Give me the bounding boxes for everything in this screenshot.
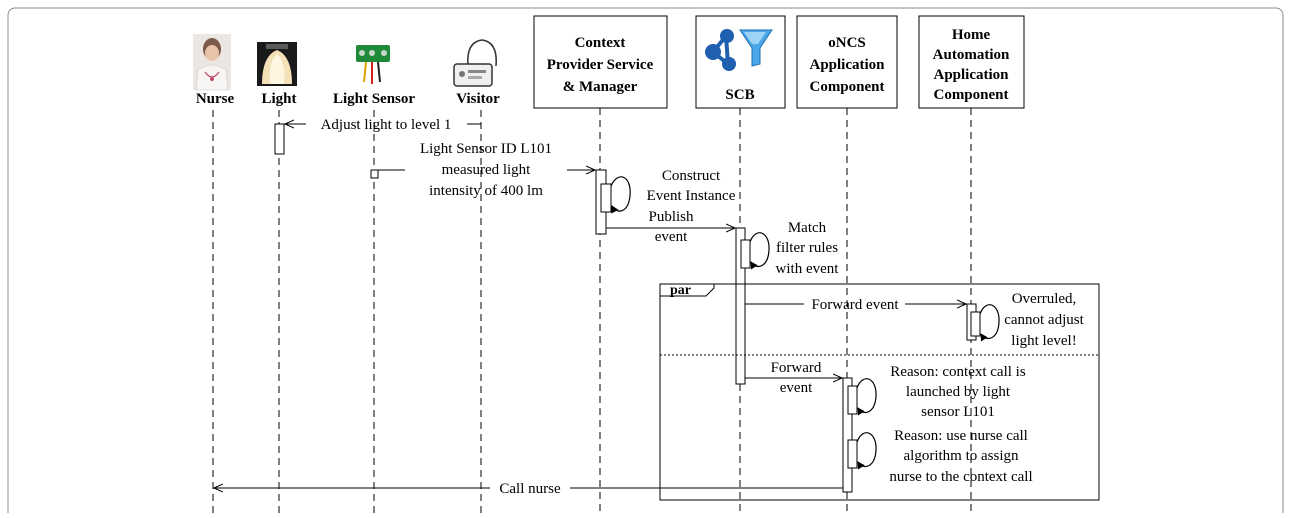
svg-text:event: event <box>655 229 688 245</box>
svg-text:with event: with event <box>776 261 840 277</box>
par-fragment: par <box>659 283 1100 501</box>
actor-label-nurse: Nurse <box>196 91 235 107</box>
svg-text:Component: Component <box>809 79 884 95</box>
svg-text:filter rules: filter rules <box>776 240 838 256</box>
svg-text:Reason: context call is: Reason: context call is <box>890 364 1026 380</box>
svg-text:oNCS: oNCS <box>828 35 866 51</box>
filter-funnel-icon <box>739 29 773 67</box>
activation-light <box>274 123 285 155</box>
svg-text:Match: Match <box>788 220 827 236</box>
svg-text:cannot adjust: cannot adjust <box>1004 312 1084 328</box>
activation-oncs-nested-2 <box>847 439 858 469</box>
svg-text:& Manager: & Manager <box>563 79 638 95</box>
svg-text:Overruled,: Overruled, <box>1012 291 1077 307</box>
svg-text:measured light: measured light <box>442 162 532 178</box>
svg-text:sensor L101: sensor L101 <box>921 404 995 420</box>
activation-light-sensor <box>370 169 379 179</box>
svg-text:Automation: Automation <box>933 47 1010 63</box>
svg-text:nurse to the context call: nurse to the context call <box>889 469 1032 485</box>
self-call-reason-context: Reason: context call is launched by ligh… <box>856 364 1026 420</box>
actor-label-visitor: Visitor <box>456 91 500 107</box>
svg-text:Construct: Construct <box>662 168 721 184</box>
svg-text:event: event <box>780 380 813 396</box>
light-bulb-icon <box>257 42 297 86</box>
svg-text:Adjust light to level 1: Adjust light to level 1 <box>321 117 452 133</box>
message-forward-event-home: Forward event <box>745 297 966 313</box>
component-home-automation: Home Automation Application Component <box>918 15 1025 109</box>
activation-oncs <box>842 377 853 493</box>
par-operator-label: par <box>670 283 691 298</box>
svg-text:Publish: Publish <box>648 209 694 225</box>
component-context-provider: Context Provider Service & Manager <box>533 15 668 109</box>
self-call-reason-algorithm: Reason: use nurse call algorithm to assi… <box>856 428 1033 485</box>
activation-scb <box>735 227 746 385</box>
svg-text:launched by light: launched by light <box>906 384 1011 400</box>
message-forward-event-oncs: Forward event <box>745 360 842 396</box>
message-adjust-light: Adjust light to level 1 <box>285 117 481 133</box>
svg-text:Call nurse: Call nurse <box>499 481 561 497</box>
svg-text:intensity of 400 lm: intensity of 400 lm <box>429 183 543 199</box>
activation-context-provider-nested <box>600 183 612 213</box>
svg-text:SCB: SCB <box>725 87 754 103</box>
svg-text:Context: Context <box>575 35 626 51</box>
svg-text:light level!: light level! <box>1011 333 1076 349</box>
svg-text:Provider Service: Provider Service <box>547 57 654 73</box>
message-sensor-measurement: Light Sensor ID L101 measured light inte… <box>378 141 595 199</box>
message-publish-event: Publish event <box>606 209 735 245</box>
svg-text:Application: Application <box>809 57 885 73</box>
svg-text:Light Sensor ID L101: Light Sensor ID L101 <box>420 141 552 157</box>
actor-label-light-sensor: Light Sensor <box>333 91 415 107</box>
component-scb: SCB <box>695 15 786 109</box>
self-call-construct-event: Construct Event Instance <box>610 168 736 214</box>
svg-text:Reason: use nurse call: Reason: use nurse call <box>894 428 1028 444</box>
message-call-nurse: Call nurse <box>214 481 843 497</box>
activation-home-automation-nested <box>970 311 981 337</box>
svg-text:Home: Home <box>952 27 991 43</box>
activation-oncs-nested-1 <box>847 385 858 415</box>
svg-text:Event Instance: Event Instance <box>647 188 736 204</box>
component-oncs: oNCS Application Component <box>796 15 898 109</box>
light-sensor-icon <box>356 45 390 84</box>
activation-bars <box>274 123 981 493</box>
network-share-icon <box>705 29 736 71</box>
self-call-overruled: Overruled, cannot adjust light level! <box>979 291 1085 349</box>
nurse-icon <box>193 34 231 91</box>
activation-scb-nested <box>740 239 751 269</box>
svg-text:algorithm to assign: algorithm to assign <box>904 448 1019 464</box>
svg-text:Application: Application <box>933 67 1009 83</box>
outer-frame <box>7 7 1284 518</box>
svg-text:Forward: Forward <box>771 360 822 376</box>
svg-text:Component: Component <box>933 87 1008 103</box>
visitor-badge-icon <box>453 39 497 87</box>
actor-label-light: Light <box>261 91 296 107</box>
self-call-match-filter: Match filter rules with event <box>749 220 840 277</box>
svg-text:Forward event: Forward event <box>811 297 899 313</box>
